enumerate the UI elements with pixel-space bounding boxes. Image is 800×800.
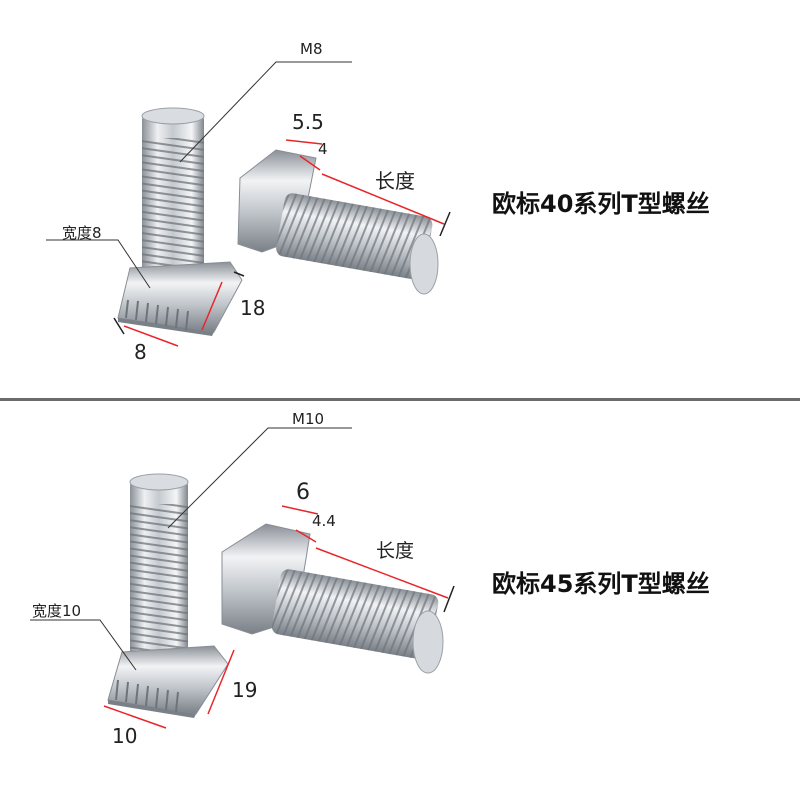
dimension-lines: [113, 139, 451, 347]
width-callout-label: 宽度8: [62, 224, 102, 242]
dimension-lines: [103, 505, 455, 729]
lying-bolt: [221, 523, 444, 674]
height-label: 19: [232, 678, 258, 702]
head-dimension-a: 5.5: [292, 110, 324, 134]
product-title: 欧标45系列T型螺丝: [492, 570, 710, 598]
standing-bolt: [117, 107, 243, 336]
head-dimension-b: 4: [318, 140, 328, 158]
product-title: 欧标40系列T型螺丝: [492, 190, 710, 218]
leader-lines: [46, 61, 352, 289]
head-dimension-b: 4.4: [312, 512, 336, 530]
length-label: 长度: [375, 169, 415, 193]
panel-40-series: M8 宽度8 5.5 4 长度 18 8 欧标40系列T型螺丝: [0, 0, 800, 398]
height-label: 18: [240, 296, 266, 320]
width-callout-label: 宽度10: [32, 602, 82, 620]
thread-size-label: M8: [300, 40, 323, 58]
panel-45-series: M10 宽度10 6 4.4 长度 19 10 欧标45系列T型螺丝: [0, 402, 800, 800]
width-label: 10: [112, 724, 138, 748]
t-bolts-illustration-40: [46, 61, 451, 347]
length-label: 长度: [376, 540, 415, 562]
leader-lines: [30, 427, 352, 671]
head-dimension-a: 6: [296, 480, 310, 505]
panel-divider: [0, 398, 800, 401]
lying-bolt: [237, 149, 439, 295]
width-label: 8: [134, 340, 147, 364]
thread-size-label: M10: [292, 410, 325, 428]
t-bolts-illustration-45: [30, 427, 455, 729]
standing-bolt: [107, 473, 229, 718]
